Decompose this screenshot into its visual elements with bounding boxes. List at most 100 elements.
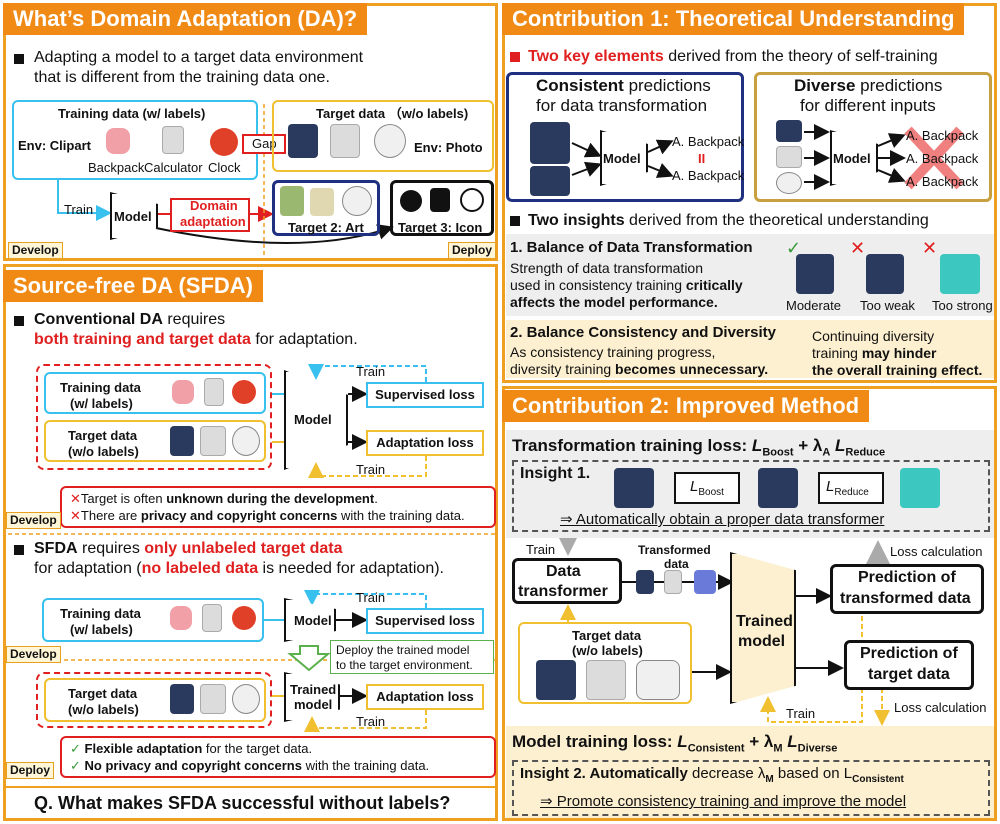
domain-adaptation-box — [170, 198, 250, 232]
sfda-line-1: SFDA requires only unlabeled target data — [34, 540, 343, 557]
insight1-bg — [506, 234, 994, 316]
conv-2b: for adaptation. — [250, 331, 358, 348]
sfda-panel — [3, 264, 498, 821]
conv-target-box — [44, 420, 266, 462]
clock-art-icon — [342, 186, 372, 216]
pred-d1: A. Backpack — [906, 128, 979, 143]
l-boost-text: LBoost — [690, 478, 724, 499]
calculator-clipart-icon — [204, 378, 224, 406]
sfda-train-2: (w/ labels) — [70, 622, 133, 637]
check-icon: ✓ — [786, 238, 802, 258]
conv-model-label: Model — [294, 412, 332, 427]
calculator-clipart-icon — [202, 604, 222, 632]
insight2-line: Insight 2. Automatically decrease λM bas… — [520, 765, 904, 785]
c2-title: Contribution 2: Improved Method — [502, 390, 870, 422]
b2-r3: the overall training effect. — [812, 362, 983, 378]
sfda-train-top: Train — [356, 590, 386, 605]
deploy-note-2: to the target environment. — [336, 658, 473, 672]
backpack-photo-icon — [530, 122, 570, 164]
develop-tag: Develop — [6, 512, 61, 529]
sfda-supervised-loss: Supervised loss — [366, 608, 484, 634]
model-training-loss: Model training loss: LConsistent + λM LD… — [512, 732, 838, 755]
conv-train-2: (w/ labels) — [70, 396, 133, 411]
l-reduce-box — [818, 472, 884, 504]
moderate: Moderate — [786, 298, 841, 313]
conv-line-2: both training and target data for adapta… — [34, 330, 358, 350]
calculator-clipart-icon — [162, 126, 184, 154]
da-desc-1: Adapting a model to a target data enviro… — [34, 49, 364, 66]
pred-1: A. Backpack — [672, 134, 745, 149]
loss-calc-top: Loss calculation — [890, 544, 983, 559]
conv-1b: requires — [162, 311, 226, 328]
deploy-note-1: Deploy the trained model — [336, 643, 470, 657]
target3-label: Target 3: Icon — [398, 220, 483, 235]
pred-d2: A. Backpack — [906, 151, 979, 166]
too-weak: Too weak — [860, 298, 915, 313]
pred-tg-2: target data — [868, 666, 950, 683]
clock-photo-icon — [636, 660, 680, 700]
conv-training-box — [44, 372, 266, 414]
c2-target-1: Target data — [572, 628, 642, 643]
backpack-icon-icon — [400, 190, 422, 212]
backpack-photo-icon — [776, 120, 802, 142]
b1-l1: Strength of data transformation — [510, 260, 703, 276]
pred-d3: A. Backpack — [906, 174, 979, 189]
backpack-photo-icon — [288, 124, 318, 158]
insight1-label: Insight 1. — [520, 465, 591, 482]
bullet — [14, 545, 24, 555]
promote: ⇒ Promote consistency training and impro… — [540, 793, 907, 810]
clock-photo-icon — [232, 684, 260, 714]
sfda-training-box — [42, 598, 264, 642]
backpack-photo-icon — [536, 660, 576, 700]
sfda-dashed-box — [36, 672, 272, 728]
sfda-model-label: Model — [294, 613, 332, 628]
trained-1: Trained — [736, 613, 793, 630]
sfda-title: Source-free DA (SFDA) — [3, 270, 263, 302]
x-icon: ✕ — [850, 238, 866, 258]
da-desc-2: that is different from the training data… — [34, 69, 330, 86]
data-tr-1: Data — [546, 563, 581, 580]
c1-title: Contribution 1: Theoretical Understandin… — [502, 3, 965, 35]
c2-target-box — [518, 622, 692, 704]
trained-2: model — [738, 633, 786, 650]
auto-transformer: ⇒ Automatically obtain a proper data tra… — [560, 511, 885, 528]
pred-transformed-box — [830, 564, 984, 614]
conv-supervised-loss: Supervised loss — [366, 382, 484, 408]
insight2-box — [512, 760, 990, 816]
sfda-trained-2: model — [294, 697, 333, 712]
c2-panel — [502, 386, 997, 821]
backpack-photo-icon — [636, 570, 654, 594]
conv-train-1: Training data — [60, 380, 141, 395]
develop-tag: Develop — [6, 646, 61, 663]
x-icon: ✕ — [922, 238, 938, 258]
backpack-photo-icon — [758, 468, 798, 508]
sfda-adaptation-loss: Adaptation loss — [366, 684, 484, 710]
pred-tr-1: Prediction of — [858, 569, 956, 586]
train-label: Train — [64, 202, 94, 217]
target3-box — [390, 180, 494, 236]
pred-tg-1: Prediction of — [860, 645, 958, 662]
training-data-label: Training data (w/ labels) — [58, 106, 206, 121]
backpack-clipart-icon — [172, 380, 194, 404]
sfda-trained-1: Trained — [290, 682, 337, 697]
c2-target-2: (w/o labels) — [572, 643, 643, 658]
l-reduce-text: LReduce — [826, 478, 869, 499]
pred-target-box — [844, 640, 974, 690]
env-photo: Env: Photo — [414, 140, 483, 155]
target2-label: Target 2: Art — [288, 220, 364, 235]
backpack-moderate-icon — [796, 254, 834, 294]
conv-target-1: Target data — [68, 428, 138, 443]
clock-photo-icon — [694, 570, 716, 594]
conv-problem-1: ✕Target is often unknown during the deve… — [70, 491, 378, 506]
calculator-photo-icon — [330, 124, 360, 158]
calculator-art-icon — [310, 188, 334, 216]
conv-adaptation-loss: Adaptation loss — [366, 430, 484, 456]
develop-tag: Develop — [8, 242, 63, 259]
b2-l1: As consistency training progress, — [510, 344, 716, 360]
b1-l3: affects the model performance. — [510, 294, 718, 310]
backpack-strong-icon — [940, 254, 980, 294]
conv-line-1: Conventional DA requires — [34, 310, 225, 330]
model-label: Model — [114, 209, 152, 224]
domain-adaptation-2: adaptation — [180, 214, 246, 229]
backpack-weak-icon — [866, 254, 904, 294]
